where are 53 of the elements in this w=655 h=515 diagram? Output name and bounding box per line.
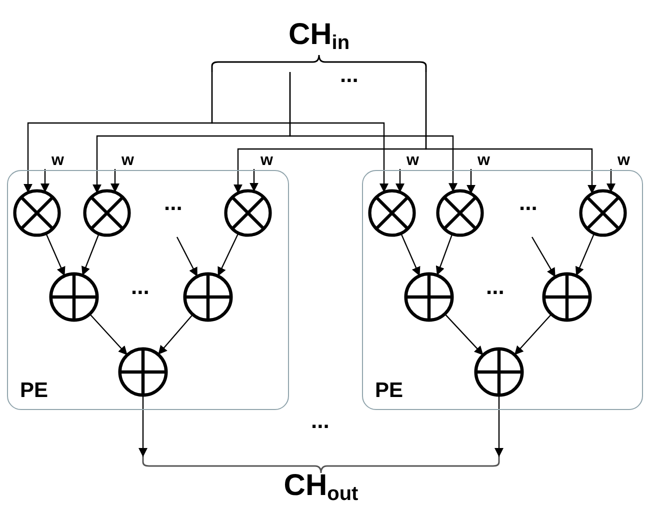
arrow xyxy=(576,232,595,276)
adder-symbol xyxy=(476,348,522,394)
arrow xyxy=(211,72,388,192)
weight-label: w xyxy=(253,153,273,169)
arrow xyxy=(425,72,596,194)
channel-label: CH$_{out}$ xyxy=(284,471,358,501)
arrow xyxy=(289,72,458,192)
block-label: PE xyxy=(20,380,48,401)
arrow xyxy=(45,232,66,276)
arrow xyxy=(89,314,128,356)
multiplier-symbol xyxy=(438,190,482,234)
arrow xyxy=(400,232,420,276)
arrow xyxy=(250,169,258,192)
arrow xyxy=(444,313,484,356)
arrow xyxy=(176,236,198,277)
weight-label: w xyxy=(114,153,134,169)
arrow xyxy=(40,169,50,192)
ellipsis: ... xyxy=(164,192,182,214)
multiplier-symbol xyxy=(14,190,58,234)
weight-label: w xyxy=(44,153,64,169)
arrow xyxy=(514,314,552,356)
weight-label: w xyxy=(399,153,419,169)
arrow xyxy=(82,233,100,276)
multiplier-symbol xyxy=(580,190,624,234)
arrow xyxy=(396,169,404,192)
adder-symbol xyxy=(406,274,452,320)
ellipsis: ... xyxy=(131,276,150,298)
ellipsis: ... xyxy=(340,64,358,86)
multiplier-symbol xyxy=(84,190,128,234)
pe-block xyxy=(7,170,289,410)
arrow xyxy=(217,232,240,276)
channel-label: CH$_{in}$ xyxy=(288,20,350,50)
adder-symbol xyxy=(120,348,166,394)
arrow xyxy=(138,395,148,457)
adder-symbol xyxy=(544,274,590,320)
arrow xyxy=(110,169,120,192)
arrow xyxy=(436,233,453,276)
multiplier-symbol xyxy=(226,190,270,234)
arrow xyxy=(606,169,616,192)
adder-symbol xyxy=(184,274,230,320)
arrow xyxy=(158,314,194,355)
ellipsis: ... xyxy=(486,276,504,298)
ellipsis: ... xyxy=(311,410,330,432)
adder-symbol xyxy=(50,274,96,320)
weight-label: w xyxy=(470,153,490,169)
multiplier-symbol xyxy=(370,190,414,234)
pe-block xyxy=(362,170,643,410)
ellipsis: ... xyxy=(519,192,538,214)
block-label: PE xyxy=(375,380,404,401)
arrow xyxy=(494,395,504,457)
arrow xyxy=(531,236,556,278)
weight-label: w xyxy=(610,153,630,169)
arrow xyxy=(466,169,476,194)
